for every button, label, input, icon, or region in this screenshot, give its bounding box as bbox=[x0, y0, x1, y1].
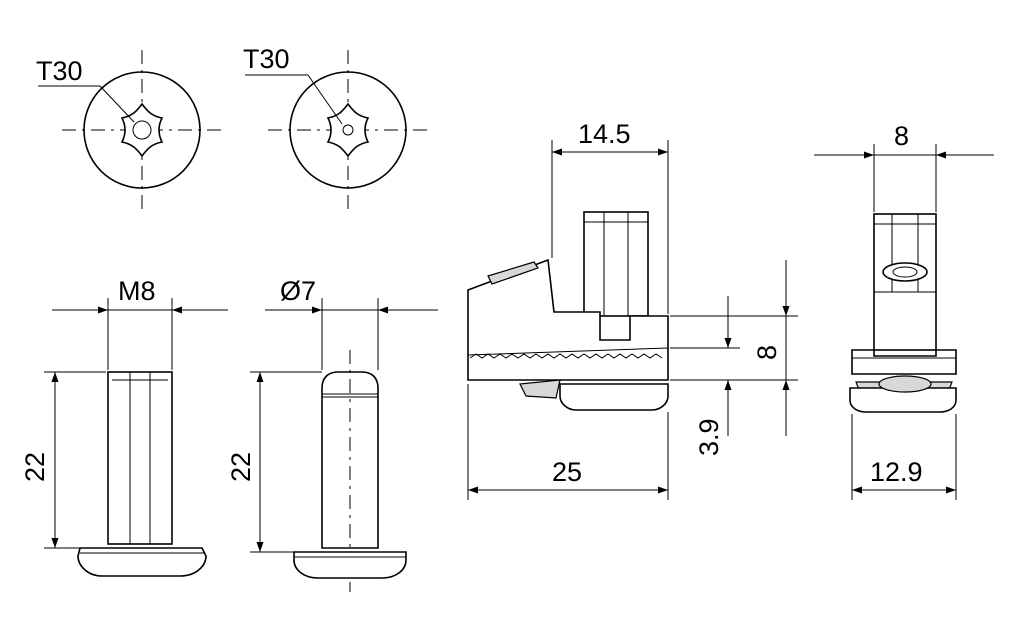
head-view-left: T30 bbox=[36, 50, 222, 210]
bolt-view-m8: M8 22 bbox=[20, 276, 228, 577]
torx-socket-icon bbox=[120, 102, 164, 158]
top-width-label: 8 bbox=[894, 121, 909, 151]
length-label: 22 bbox=[226, 452, 256, 482]
diameter-label: Ø7 bbox=[280, 276, 316, 306]
overall-width-label: 25 bbox=[552, 457, 582, 487]
top-width-label: 14.5 bbox=[578, 119, 631, 149]
thread-label: M8 bbox=[118, 276, 156, 306]
clamp-end-view: 8 12.9 bbox=[814, 121, 994, 500]
height-b-label: 3.9 bbox=[694, 418, 724, 456]
head-view-right: T30 bbox=[243, 44, 428, 210]
bolt-view-d7: Ø7 22 bbox=[226, 276, 438, 592]
drive-label: T30 bbox=[243, 44, 290, 74]
height-a-label: 8 bbox=[752, 345, 782, 360]
clamp-side-view: 14.5 25 8 3.9 bbox=[467, 119, 798, 500]
torx-socket-icon bbox=[326, 102, 370, 158]
drive-label: T30 bbox=[36, 56, 83, 86]
length-label: 22 bbox=[20, 452, 50, 482]
bottom-width-label: 12.9 bbox=[870, 457, 923, 487]
